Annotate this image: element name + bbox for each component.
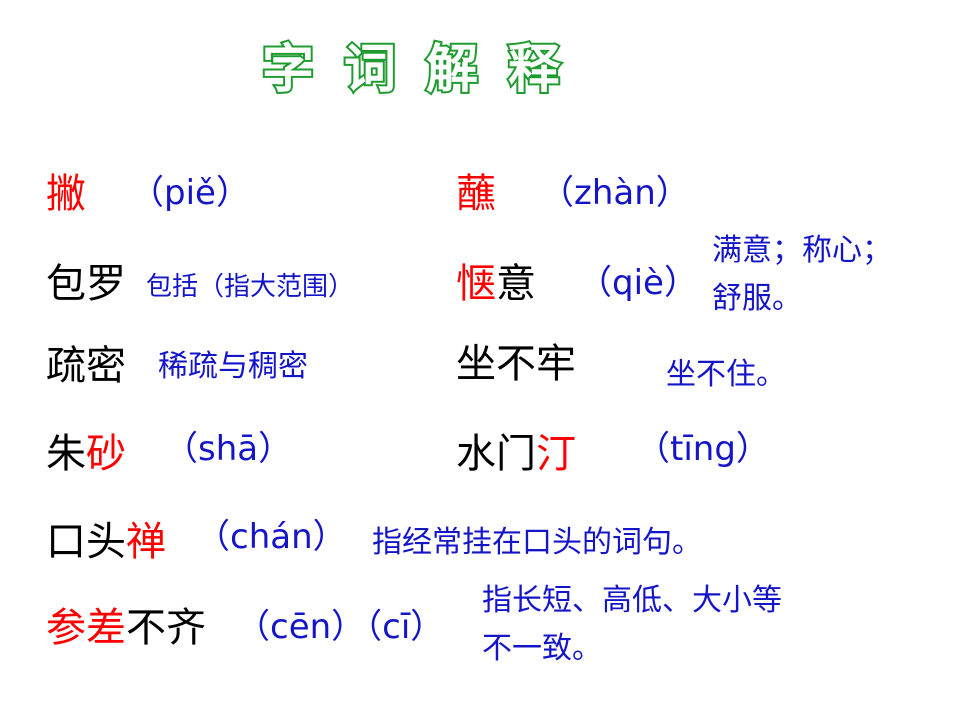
pinyin-zhusha: （shā）	[164, 429, 293, 469]
word-cenci: 参差不齐	[46, 608, 206, 648]
def-koutouchan: 指经常挂在口头的词句。	[372, 525, 702, 560]
def-cenci-line1: 指长短、高低、大小等	[482, 583, 782, 618]
word-pie: 撇	[46, 171, 86, 217]
def-cenci-line2: 不一致。	[482, 631, 602, 666]
pinyin-koutouchan: （chán）	[196, 517, 347, 557]
word-koutouchan-black: 口头	[46, 519, 126, 565]
def-zuobulao: 坐不住。	[666, 357, 786, 392]
word-shumi: 疏密	[46, 343, 126, 389]
title-char-2: 词	[342, 40, 427, 100]
word-zhusha-black: 朱	[46, 431, 86, 477]
word-shuimenting: 水门汀	[456, 434, 576, 474]
word-zuobulao: 坐不牢	[456, 341, 576, 387]
word-baoluo: 包罗	[46, 261, 126, 307]
word-qieyi-red: 惬	[456, 261, 496, 307]
title-char-1: 字	[260, 40, 345, 100]
word-zhusha-red: 砂	[86, 431, 126, 477]
word-zhusha: 朱砂	[46, 434, 126, 474]
word-koutouchan: 口头禅	[46, 522, 166, 562]
def-qieyi-line1: 满意；称心；	[712, 233, 892, 268]
pinyin-cenci: （cēn）（cī）	[236, 607, 445, 647]
page-title: 字词解释	[260, 40, 591, 100]
word-shuimenting-black: 水门	[456, 431, 536, 477]
title-char-3: 解	[424, 40, 509, 100]
word-koutouchan-red: 禅	[126, 519, 166, 565]
word-cenci-red: 参差	[46, 605, 126, 651]
word-qieyi: 惬意	[456, 264, 536, 304]
pinyin-zhan: （zhàn）	[540, 173, 690, 213]
pinyin-pie: （piě）	[130, 173, 250, 213]
word-zhan: 蘸	[456, 171, 496, 217]
def-baoluo: 包括（指大范围）	[146, 272, 355, 302]
def-qieyi-line2: 舒服。	[712, 281, 802, 316]
word-cenci-black: 不齐	[126, 605, 206, 651]
title-char-4: 释	[506, 40, 591, 100]
pinyin-shuimenting: （tīng）	[636, 429, 770, 469]
def-shumi: 稀疏与稠密	[158, 349, 308, 384]
pinyin-qieyi: （qiè）	[578, 263, 698, 303]
word-shuimenting-red: 汀	[536, 431, 576, 477]
word-qieyi-black: 意	[496, 261, 536, 307]
